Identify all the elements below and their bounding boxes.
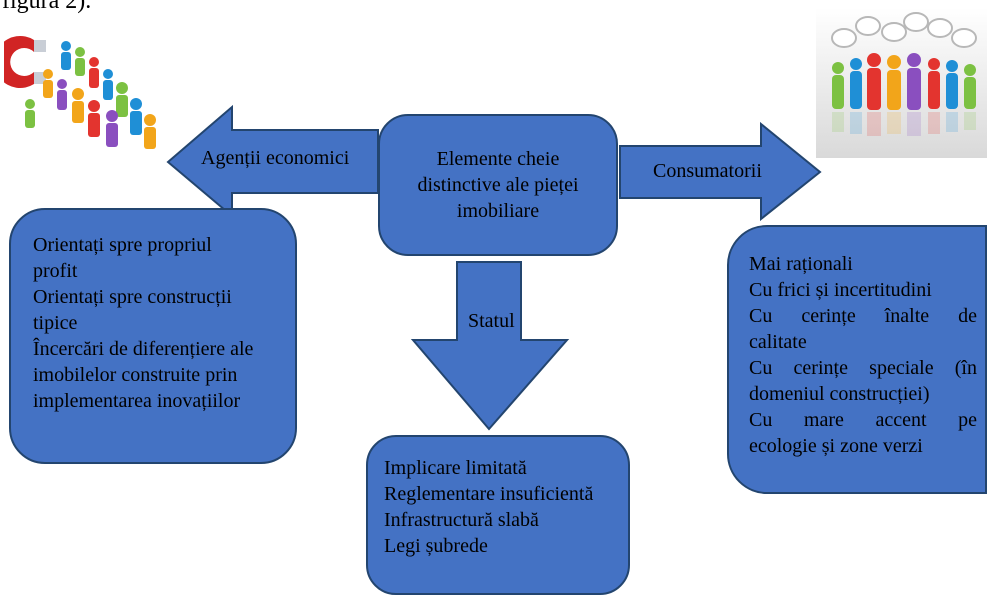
speech-bubble-icons (831, 12, 977, 48)
consumatorii-box: Mai raționali Cu frici și incertitudini … (727, 225, 987, 494)
right-box-line: Cu cerințe speciale (în (749, 357, 977, 379)
left-box-line: implementarea inovațiilor (33, 390, 241, 412)
crowd-figures (25, 41, 156, 149)
bottom-box-line: Infrastructură slabă (384, 509, 539, 531)
bottom-box-line: Legi șubrede (384, 535, 488, 557)
left-box-line: Încercări de diferențiere ale (33, 338, 254, 360)
caption-fragment: figura 2). (2, 0, 92, 14)
right-box-line: domeniul construcției) (749, 383, 930, 405)
right-box-line: Cu frici și incertitudini (749, 279, 932, 301)
right-arrow (619, 121, 822, 222)
crowd-speech-image (816, 8, 987, 158)
arrow-label-consumatorii: Consumatorii (653, 160, 762, 182)
left-box-line: Orientați spre construcții (33, 286, 232, 308)
people-reflection (832, 112, 976, 136)
left-box-line: imobilelor construite prin (33, 364, 238, 386)
right-box-line: ecologie și zone verzi (749, 435, 923, 457)
left-box-line: profit (33, 260, 78, 282)
center-node: Elemente cheie distinctive ale pieței im… (378, 114, 618, 256)
right-box-line: Cu mare accent pe (749, 409, 977, 431)
bottom-box-line: Reglementare insuficientă (384, 483, 594, 505)
magnet-crowd-image (4, 36, 156, 149)
magnet-icon (4, 36, 46, 88)
bottom-box-line: Implicare limitată (384, 457, 527, 479)
arrow-label-agenti: Agenții economici (201, 147, 350, 169)
down-arrow (410, 261, 570, 431)
people-figures (832, 53, 976, 110)
arrow-label-statul: Statul (468, 310, 515, 332)
left-box-line: Orientați spre propriul (33, 234, 212, 256)
right-box-line: Cu cerințe înalte de (749, 305, 977, 327)
left-box-line: tipice (33, 312, 78, 334)
right-box-line: calitate (749, 331, 807, 353)
agenti-economici-box: Orientați spre propriul profit Orientați… (9, 208, 297, 464)
statul-box: Implicare limitată Reglementare insufici… (366, 435, 630, 595)
right-box-line: Mai raționali (749, 253, 853, 275)
center-node-text: Elemente cheie distinctive ale pieței im… (417, 148, 579, 222)
